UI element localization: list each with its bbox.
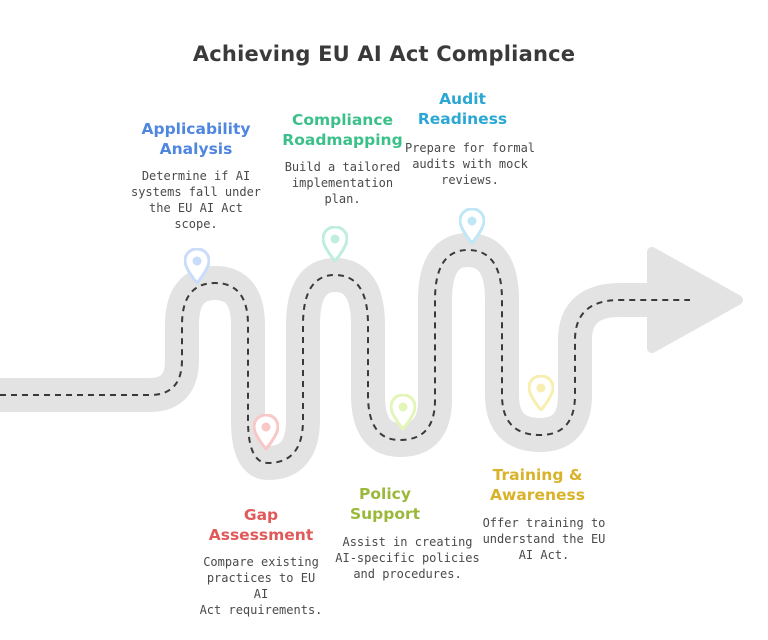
road-body bbox=[0, 233, 660, 480]
location-pin-icon bbox=[528, 375, 554, 411]
location-pin-icon bbox=[184, 248, 210, 284]
step-title-gap-assessment: Gap Assessment bbox=[208, 506, 314, 544]
step-description-compliance-roadmapping: Build a tailored implementation plan. bbox=[284, 160, 401, 206]
road-center-line bbox=[0, 248, 690, 465]
road-arrowhead bbox=[647, 247, 743, 353]
step-title-training-awareness: Training & Awareness bbox=[490, 466, 585, 504]
location-pin-icon bbox=[253, 414, 279, 450]
step-title-applicability-analysis: Applicability Analysis bbox=[141, 120, 251, 158]
step-title-policy-support: Policy Support bbox=[349, 485, 421, 523]
step-description-applicability-analysis: Determine if AI systems fall under the E… bbox=[130, 169, 262, 231]
step-description-gap-assessment: Compare existing practices to EU AI Act … bbox=[199, 555, 323, 617]
step-description-policy-support: Assist in creating AI-specific policies … bbox=[335, 535, 480, 581]
location-pin-icon bbox=[322, 226, 348, 262]
step-title-compliance-roadmapping: Compliance Roadmapping bbox=[282, 111, 403, 149]
diagram-title: Achieving EU AI Act Compliance bbox=[192, 42, 576, 66]
step-description-training-awareness: Offer training to understand the EU AI A… bbox=[482, 516, 606, 562]
step-description-audit-readiness: Prepare for formal audits with mock revi… bbox=[404, 141, 536, 187]
location-pin-icon bbox=[390, 394, 416, 430]
location-pin-icon bbox=[459, 208, 485, 244]
step-title-audit-readiness: Audit Readiness bbox=[417, 90, 508, 128]
